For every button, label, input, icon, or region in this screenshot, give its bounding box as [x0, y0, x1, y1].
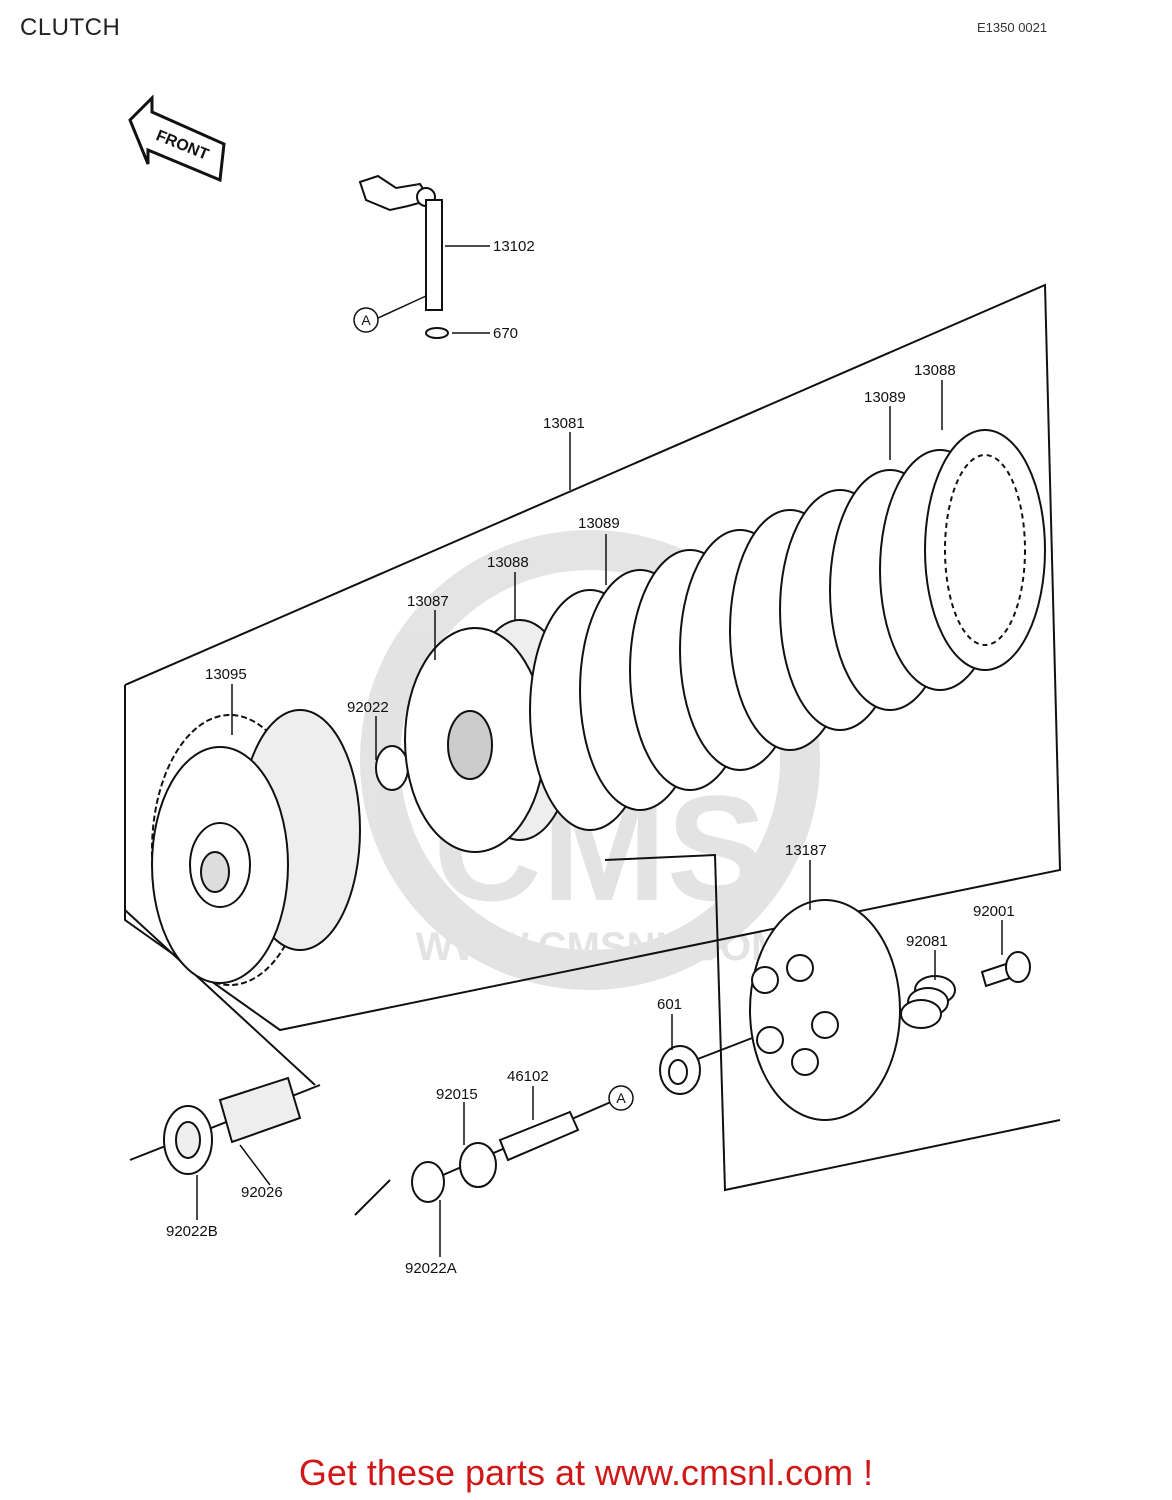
clutch-plate-stack [529, 429, 1046, 831]
clutch-spring-bolt [980, 951, 1031, 988]
ref-mark-a-bottom: A [608, 1085, 634, 1111]
part-label-92022B: 92022B [166, 1223, 218, 1240]
part-label-13089-left: 13089 [578, 515, 620, 532]
ref-mark-a-bottom-label: A [616, 1090, 626, 1106]
footer-link[interactable]: Get these parts at www.cmsnl.com ! [298, 1452, 874, 1493]
clutch-release-shaft [358, 174, 449, 339]
part-label-92022A: 92022A [405, 1260, 457, 1277]
pressure-plate [749, 899, 901, 1121]
part-label-670: 670 [493, 325, 518, 342]
part-label-601: 601 [657, 996, 682, 1013]
pushrod-assembly [163, 1076, 580, 1203]
part-label-13095: 13095 [205, 666, 247, 683]
part-label-13088-right: 13088 [914, 362, 956, 379]
watermark-url: WWW.CMSNL.COM [416, 925, 785, 969]
thrust-washer [375, 745, 409, 791]
part-label-46102: 46102 [507, 1068, 549, 1085]
clutch-housing [151, 709, 361, 986]
part-label-13087: 13087 [407, 593, 449, 610]
part-label-13187: 13187 [785, 842, 827, 859]
page-title: CLUTCH [20, 14, 121, 41]
part-label-92081: 92081 [906, 933, 948, 950]
part-label-92026: 92026 [241, 1184, 283, 1201]
part-label-92015: 92015 [436, 1086, 478, 1103]
release-bearing [659, 1045, 701, 1095]
leader-lines [196, 245, 1003, 1257]
part-label-92001: 92001 [973, 903, 1015, 920]
part-label-92022: 92022 [347, 699, 389, 716]
part-label-13102: 13102 [493, 238, 535, 255]
part-label-13081: 13081 [543, 415, 585, 432]
clutch-spring [900, 975, 956, 1029]
ref-mark-a-top: A [353, 307, 379, 333]
figure-code: E1350 0021 [977, 20, 1048, 35]
part-label-13089-right: 13089 [864, 389, 906, 406]
front-arrow-icon: FRONT [128, 94, 226, 183]
ref-mark-a-top-label: A [361, 312, 371, 328]
part-label-13088-left: 13088 [487, 554, 529, 571]
